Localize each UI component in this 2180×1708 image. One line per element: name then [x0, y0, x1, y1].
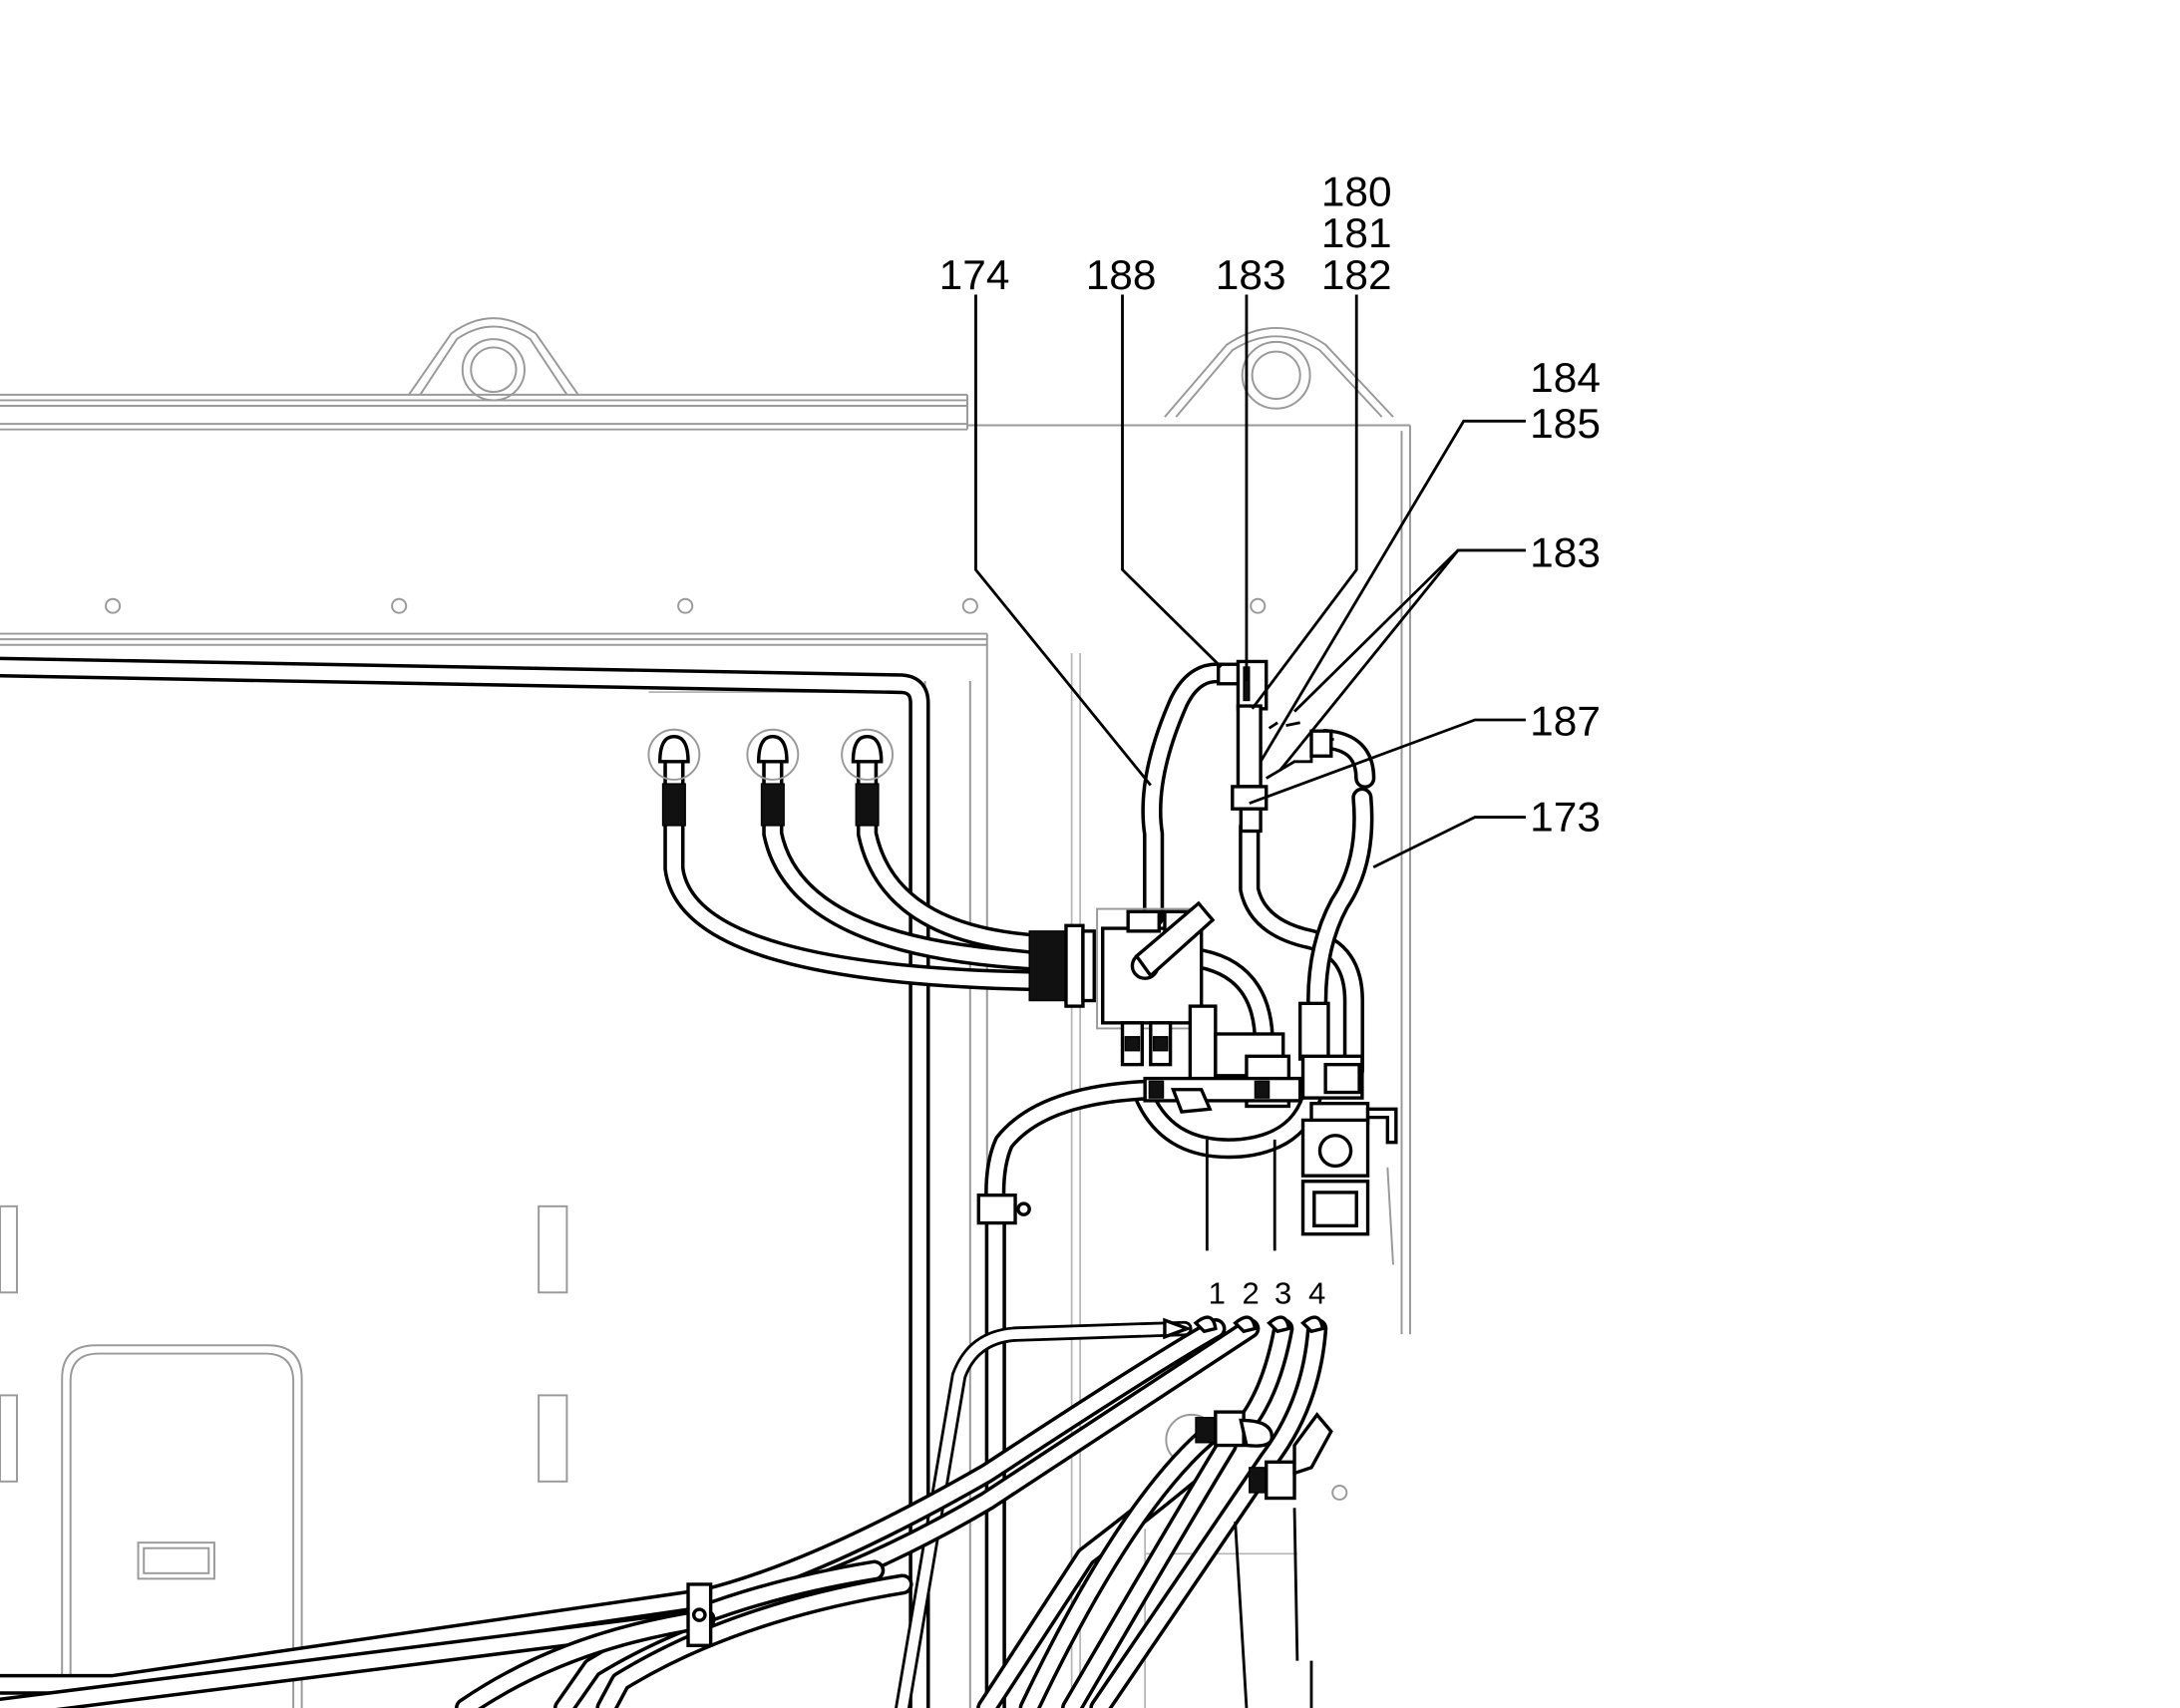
port-4-label: 4	[1308, 1276, 1325, 1311]
hose-end-fitting	[746, 728, 800, 827]
callout-181: 181	[1321, 209, 1392, 256]
fittings	[647, 659, 1398, 1647]
top-fitting-assembly	[1216, 659, 1334, 834]
leader-lines	[974, 294, 1526, 868]
callout-182: 182	[1321, 251, 1392, 298]
port-3-label: 3	[1274, 1276, 1291, 1311]
callout-174: 174	[939, 251, 1010, 298]
port-labels: 1 2 3 4	[1209, 1276, 1326, 1311]
callout-labels: 174 188 183 180 181 182 184 185 183 187 …	[939, 169, 1601, 841]
hose-end-fitting	[647, 728, 701, 827]
port-1-label: 1	[1209, 1276, 1226, 1311]
callout-187: 187	[1530, 698, 1601, 745]
callout-188: 188	[1086, 251, 1157, 298]
callout-180: 180	[1321, 169, 1392, 215]
callout-184: 184	[1530, 354, 1601, 401]
control-valve	[1096, 900, 1291, 1109]
callout-173: 173	[1530, 794, 1601, 841]
port-2-label: 2	[1243, 1276, 1260, 1311]
hose-end-fitting	[841, 728, 895, 827]
callout-183-top: 183	[1216, 251, 1286, 298]
callout-185: 185	[1530, 400, 1601, 447]
callout-183-right: 183	[1530, 529, 1601, 576]
